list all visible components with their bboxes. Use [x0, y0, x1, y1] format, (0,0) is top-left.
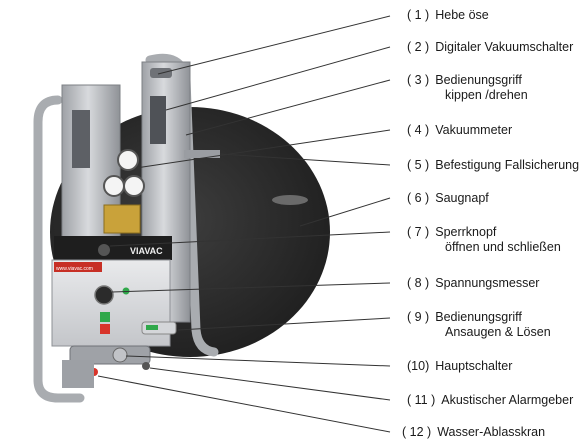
leader-4 — [135, 129, 391, 169]
red-pad — [100, 324, 110, 334]
label-1: ( 1 ) Hebe öse — [407, 8, 489, 23]
status-led-green — [122, 287, 130, 295]
label-5-number: ( 5 ) — [407, 158, 430, 172]
label-3-text: Bedienungsgriff — [435, 73, 522, 87]
label-3-sub: kippen /drehen — [445, 88, 528, 102]
leader-2 — [165, 46, 391, 111]
valve-block — [103, 204, 141, 234]
leader-3 — [185, 79, 391, 136]
label-12: ( 12 ) Wasser-Ablasskran — [402, 425, 545, 440]
acoustic-alarm — [142, 362, 150, 370]
panel-brand-strip — [54, 262, 102, 272]
leader-8 — [111, 282, 391, 293]
label-11: ( 11 ) Akustischer Alarmgeber — [407, 393, 573, 408]
label-3-number: ( 3 ) — [407, 73, 430, 87]
green-pad — [100, 312, 110, 322]
label-10-number: (10) — [407, 359, 430, 373]
vacuum-gauge-top — [117, 149, 139, 171]
label-12-number: ( 12 ) — [402, 425, 432, 439]
label-2: ( 2 ) Digitaler Vakuumschalter — [407, 40, 573, 55]
label-12-text: Wasser-Ablasskran — [437, 425, 546, 439]
handle-right-bar — [145, 53, 219, 357]
label-9-number: ( 9 ) — [407, 310, 430, 324]
label-10-text: Hauptschalter — [435, 359, 513, 373]
vacuum-gauge-left — [103, 175, 125, 197]
label-4-number: ( 4 ) — [407, 123, 430, 137]
leader-lines — [97, 15, 391, 433]
label-1-text: Hebe öse — [435, 8, 489, 22]
label-7: ( 7 ) Sperrknopf öffnen und schließen — [407, 225, 561, 255]
label-11-number: ( 11 ) — [407, 393, 436, 407]
label-10: (10) Hauptschalter — [407, 359, 512, 374]
label-7-sub: öffnen und schließen — [445, 240, 561, 254]
suction-plate-slot — [272, 195, 308, 205]
label-7-number: ( 7 ) — [407, 225, 430, 239]
label-8-number: ( 8 ) — [407, 276, 430, 290]
label-6: ( 6 ) Saugnapf — [407, 191, 489, 206]
label-2-text: Digitaler Vakuumschalter — [435, 40, 574, 54]
lock-button — [98, 244, 110, 256]
handle-left-bar — [33, 95, 85, 403]
label-4-text: Vakuummeter — [435, 123, 513, 137]
leader-5 — [219, 153, 391, 166]
label-9-sub: Ansaugen & Lösen — [445, 325, 551, 339]
label-5-text: Befestigung Fallsicherung — [435, 158, 580, 172]
control-band — [54, 236, 172, 260]
label-5: ( 5 ) Befestigung Fallsicherung — [407, 158, 579, 173]
label-6-number: ( 6 ) — [407, 191, 430, 205]
panel-small-text: www.viavac.com — [56, 266, 93, 272]
digital-vacuum-switch — [150, 96, 166, 144]
leader-10 — [125, 355, 391, 367]
label-2-number: ( 2 ) — [407, 40, 430, 54]
label-1-number: ( 1 ) — [407, 8, 430, 22]
label-11-text: Akustischer Alarmgeber — [441, 393, 574, 407]
handle-green-insert — [146, 325, 158, 330]
leader-11 — [149, 367, 391, 401]
vacuum-gauge-right — [123, 175, 145, 197]
leader-1 — [157, 15, 391, 75]
main-switch — [112, 347, 128, 363]
voltmeter — [94, 285, 114, 305]
label-9-text: Bedienungsgriff — [435, 310, 522, 324]
left-column-window — [72, 110, 90, 168]
brand-logo: VIAVAC — [130, 246, 163, 256]
label-4: ( 4 ) Vakuummeter — [407, 123, 512, 138]
label-6-text: Saugnapf — [435, 191, 489, 205]
label-9: ( 9 ) Bedienungsgriff Ansaugen & Lösen — [407, 310, 551, 340]
leader-12 — [97, 375, 391, 433]
label-3: ( 3 ) Bedienungsgriff kippen /drehen — [407, 73, 528, 103]
label-7-text: Sperrknopf — [435, 225, 497, 239]
leader-9 — [177, 317, 391, 331]
left-column — [61, 84, 121, 266]
fall-protection-mount — [184, 150, 220, 158]
label-8-text: Spannungsmesser — [435, 276, 540, 290]
bottom-bracket — [62, 360, 94, 388]
leader-6 — [299, 197, 391, 227]
label-8: ( 8 ) Spannungsmesser — [407, 276, 539, 291]
leader-7 — [109, 231, 391, 247]
bottom-fittings — [69, 345, 151, 365]
